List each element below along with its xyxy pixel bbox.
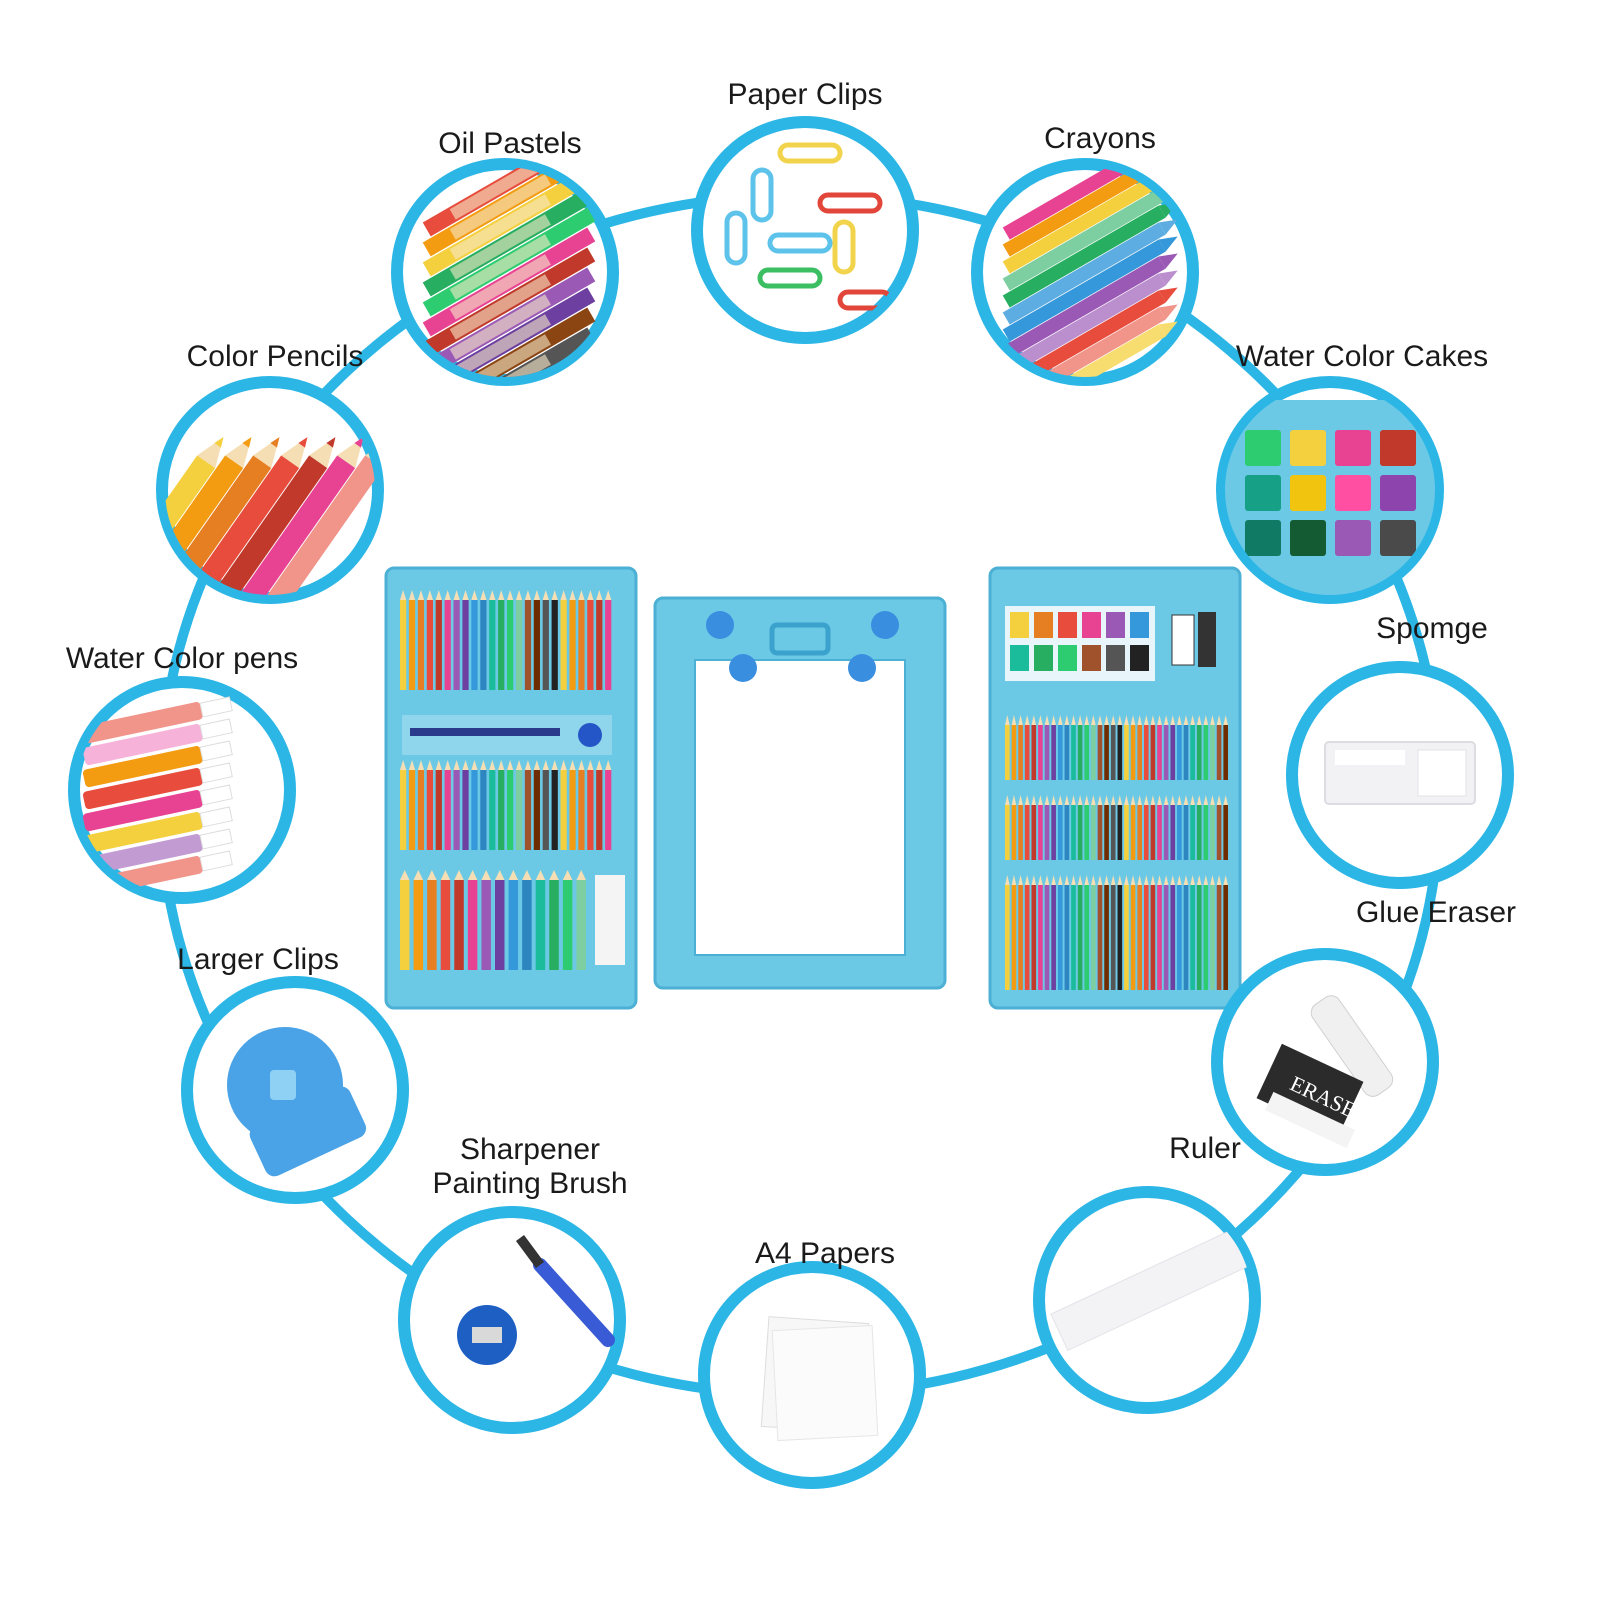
case-small-sponge xyxy=(595,875,625,965)
case-colored-pencils-top xyxy=(400,590,612,690)
label-color-pencils: Color Pencils xyxy=(186,340,364,373)
glue-eraser-icon: ERASER xyxy=(1211,948,1439,1176)
label-glue-eraser: Glue Eraser xyxy=(1355,896,1517,929)
case-clip xyxy=(871,611,899,639)
painting-brush-icon xyxy=(515,1235,615,1347)
ruler-icon xyxy=(1033,1186,1261,1414)
label-crayons: Crayons xyxy=(1044,122,1156,155)
color-pencils-icon xyxy=(156,376,384,604)
case-crayons-row-1 xyxy=(1005,715,1229,780)
art-case xyxy=(384,566,1242,1010)
crayons-icon xyxy=(971,158,1199,386)
label-ruler: Ruler xyxy=(1169,1132,1241,1165)
case-eraser xyxy=(1171,614,1195,666)
larger-clip-icon xyxy=(181,976,409,1204)
case-markers xyxy=(400,870,586,970)
case-crayons-row-2 xyxy=(1005,795,1229,860)
paper-clips-icon xyxy=(691,116,919,344)
water-color-cakes-icon xyxy=(1216,376,1444,604)
case-colored-pencils-middle xyxy=(400,760,612,850)
case-clip xyxy=(729,654,757,682)
sharpener-icon xyxy=(398,1206,626,1434)
label-a4-papers: A4 Papers xyxy=(754,1237,896,1270)
case-paper xyxy=(694,659,906,956)
label-oil-pastels: Oil Pastels xyxy=(438,127,582,160)
case-sharpener xyxy=(578,723,602,747)
label-paper-clips: Paper Clips xyxy=(727,78,883,111)
case-clip xyxy=(848,654,876,682)
label-larger-clips: Larger Clips xyxy=(177,943,339,976)
case-brush xyxy=(410,728,560,736)
label-sharpener: Sharpener xyxy=(459,1133,601,1166)
sponge-icon xyxy=(1286,661,1514,889)
water-color-pens-icon xyxy=(68,676,296,904)
a4-papers-icon xyxy=(698,1261,926,1489)
case-handle xyxy=(769,622,831,656)
case-watercolor-palette xyxy=(1005,606,1155,681)
label-spomge: Spomge xyxy=(1376,612,1488,645)
label-sharpener-brush: Sharpener Painting Brush xyxy=(432,1133,627,1201)
case-clip xyxy=(706,611,734,639)
label-water-color-cakes: Water Color Cakes xyxy=(1235,340,1489,373)
case-crayons-row-3 xyxy=(1005,875,1229,990)
case-glue xyxy=(1198,612,1216,667)
oil-pastels-icon xyxy=(391,158,619,386)
label-water-color-pens: Water Color pens xyxy=(65,642,299,675)
label-painting-brush: Painting Brush xyxy=(432,1167,628,1200)
